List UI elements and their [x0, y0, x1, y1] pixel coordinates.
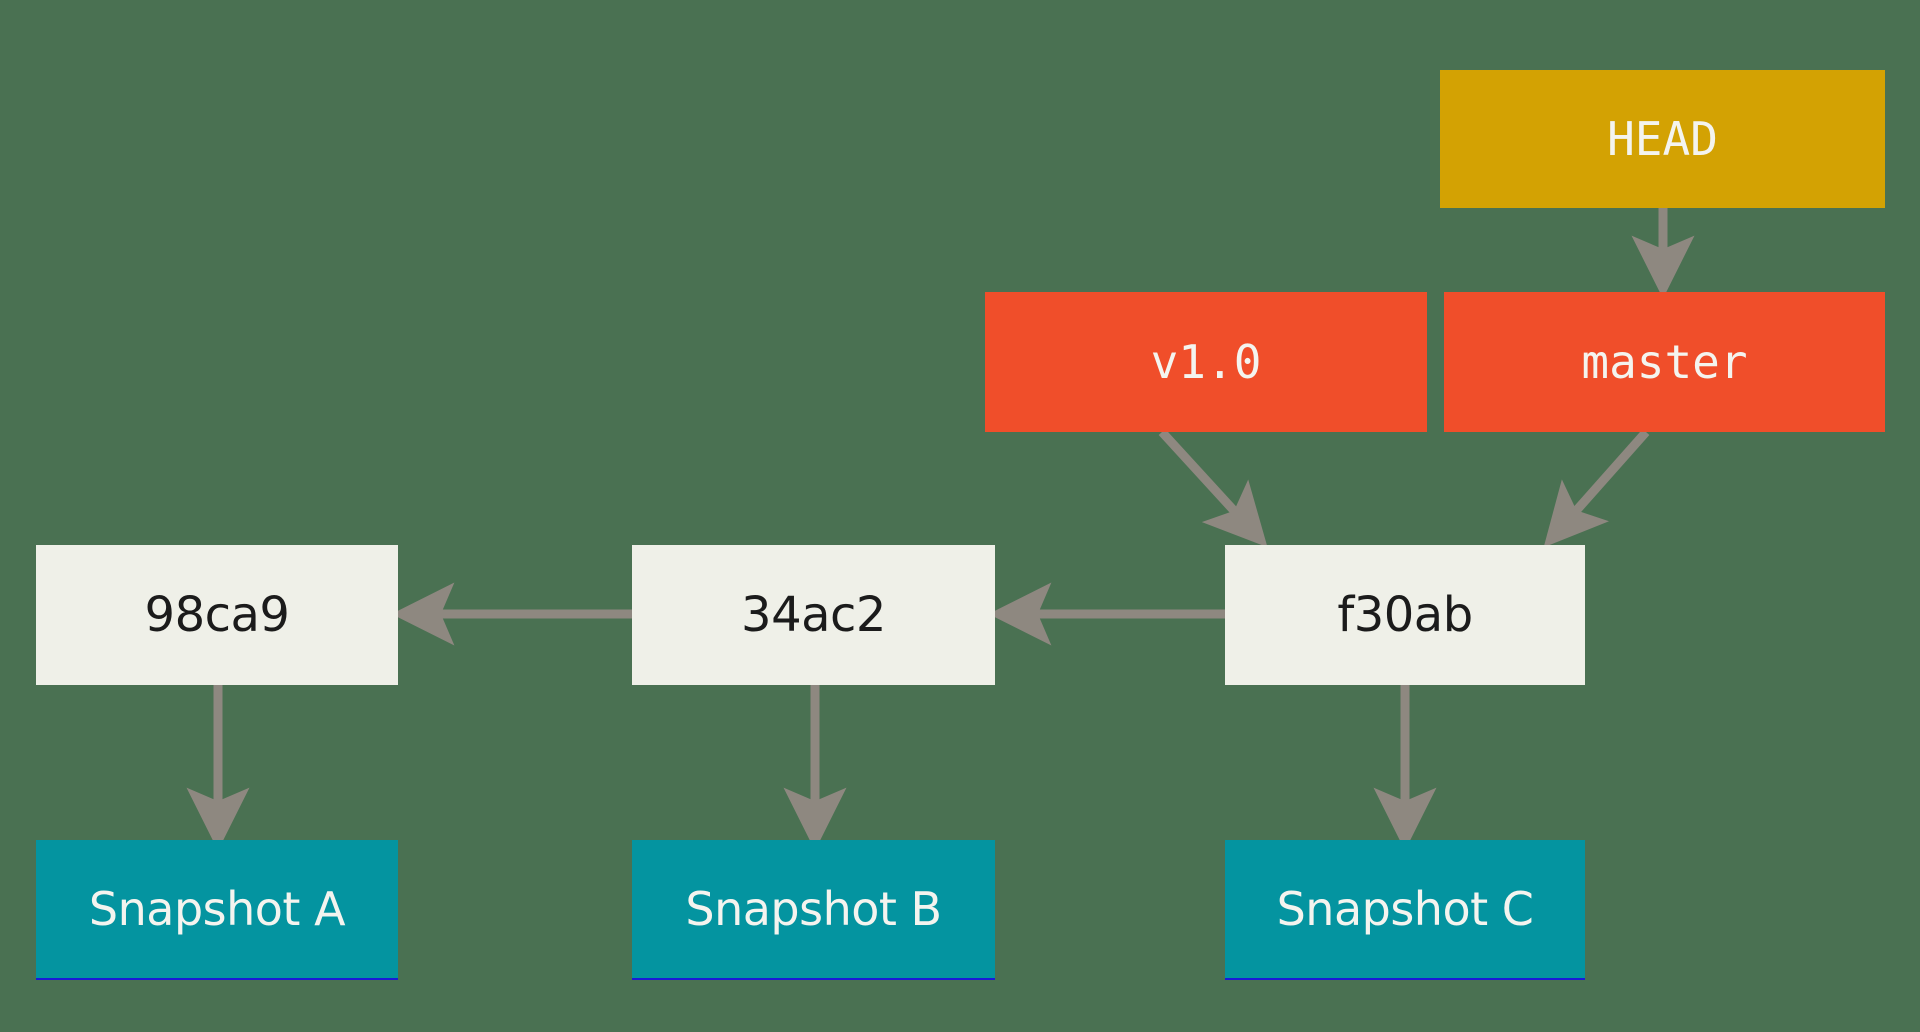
edge-master-to-f30ab	[1543, 429, 1650, 548]
commit-box-34ac2[interactable]: 34ac2	[632, 545, 995, 685]
snapshot-box-b[interactable]: Snapshot B	[632, 840, 995, 980]
snapshot-box-c[interactable]: Snapshot C	[1225, 840, 1585, 980]
commit-box-f30ab[interactable]: f30ab	[1225, 545, 1585, 685]
tag-box-v1-0[interactable]: v1.0	[985, 292, 1427, 432]
head-pointer-box[interactable]: HEAD	[1440, 70, 1885, 208]
edge-tag-to-f30ab	[1158, 428, 1268, 548]
commit-box-98ca9[interactable]: 98ca9	[36, 545, 398, 685]
branch-box-master[interactable]: master	[1444, 292, 1885, 432]
snapshot-box-a[interactable]: Snapshot A	[36, 840, 398, 980]
